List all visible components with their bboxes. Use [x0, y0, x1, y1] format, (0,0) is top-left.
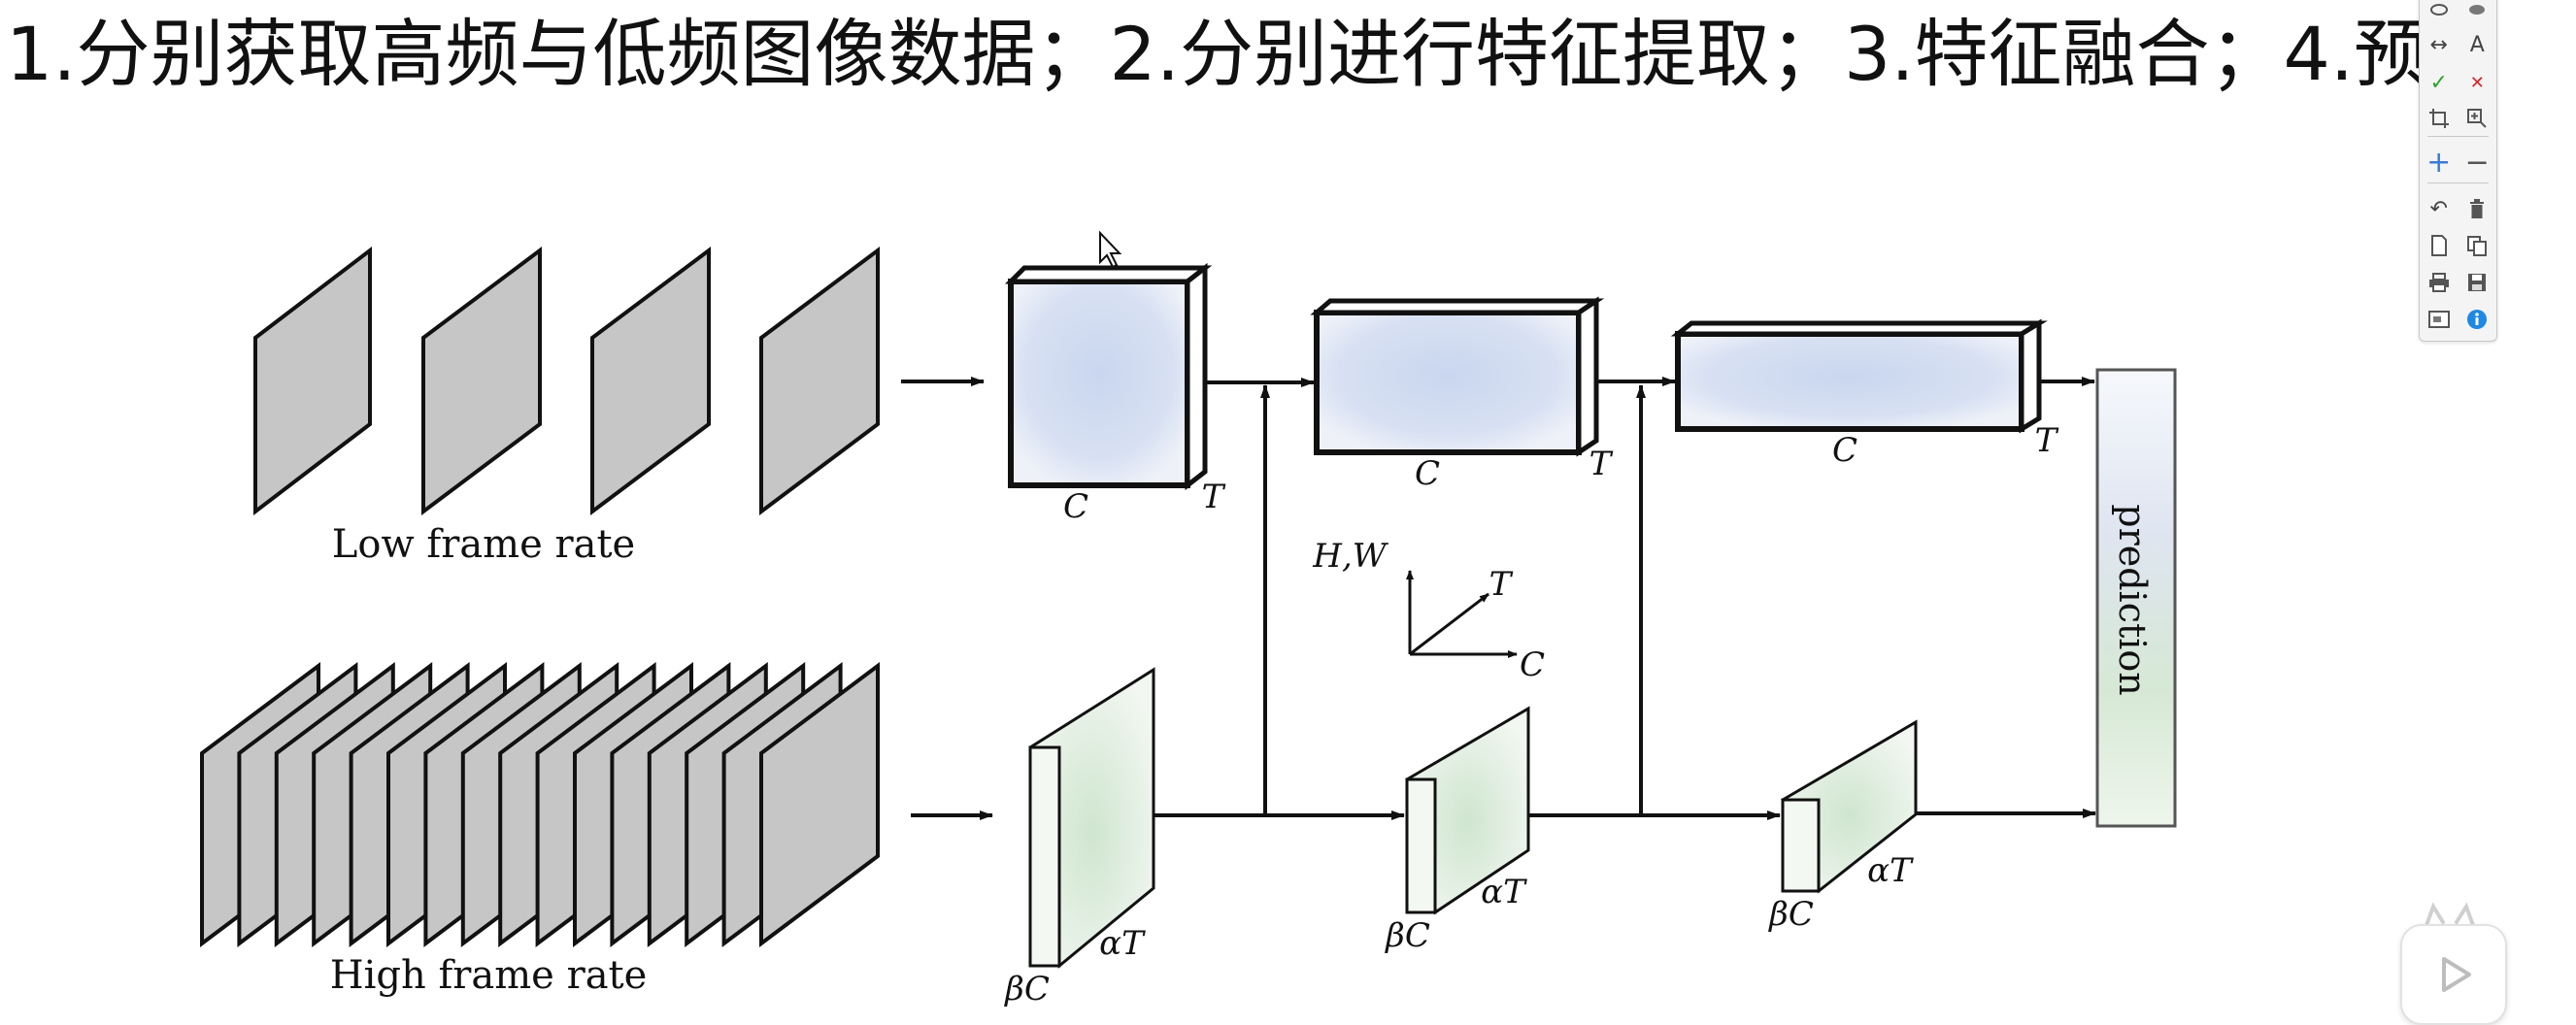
slow-block-1-c-label: C	[1063, 487, 1088, 526]
fast-block-3	[1781, 719, 1918, 894]
slow-block-3-t-label: T	[2035, 421, 2059, 460]
axis-c-label: C	[1520, 645, 1545, 684]
image-icon[interactable]	[2425, 305, 2454, 334]
mouse-cursor	[1099, 230, 1122, 269]
slow-block-2	[1310, 296, 1605, 457]
fast-block-1-bc-label: βC	[1003, 970, 1050, 1008]
high-frame	[759, 662, 880, 947]
axes-indicator	[1406, 570, 1518, 658]
plus-icon[interactable]: +	[2426, 145, 2452, 180]
slow-block-2-t-label: T	[1589, 445, 1614, 483]
save-icon[interactable]	[2462, 268, 2492, 297]
slow-block-3	[1670, 318, 2048, 434]
fast-block-2-at-label: αT	[1481, 873, 1527, 911]
play-icon	[2442, 957, 2471, 992]
print-icon[interactable]	[2425, 268, 2454, 297]
crop-icon[interactable]	[2425, 104, 2454, 133]
page-title: 1.分别获取高频与低频图像数据；2.分别进行特征提取；3.特征融合；4.预测	[6, 11, 2502, 97]
fast-block-3-at-label: αT	[1867, 851, 1914, 890]
new-page-icon[interactable]	[2425, 231, 2454, 260]
trash-icon[interactable]	[2462, 194, 2492, 223]
toolbar-divider	[2427, 136, 2489, 137]
undo-icon[interactable]: ↶	[2429, 196, 2448, 221]
toolbar-divider	[2427, 182, 2489, 183]
high-frame-rate-frames	[200, 662, 880, 947]
axis-t-label: T	[1489, 565, 1514, 604]
filled-ellipse-icon[interactable]	[2462, 0, 2492, 24]
axis-hw-label: H,W	[1312, 537, 1388, 576]
minus-icon[interactable]: −	[2464, 145, 2490, 180]
play-button[interactable]	[2400, 924, 2507, 1025]
slow-block-3-c-label: C	[1832, 431, 1857, 470]
fast-block-1-at-label: αT	[1099, 924, 1146, 963]
fast-block-2	[1405, 706, 1530, 915]
ellipse-icon[interactable]	[2425, 0, 2454, 24]
slow-block-2-c-label: C	[1415, 454, 1440, 493]
prediction-label: prediction	[2111, 504, 2154, 696]
fast-block-2-bc-label: βC	[1384, 916, 1430, 955]
text-icon[interactable]: A	[2469, 32, 2485, 57]
zoom-in-icon[interactable]	[2462, 104, 2492, 133]
fast-block-1	[1028, 667, 1155, 969]
low-frame-rate-label: Low frame rate	[332, 522, 635, 567]
slow-block-1-t-label: T	[1202, 478, 1226, 516]
low-frame-rate-frames	[253, 246, 880, 516]
slow-block-1	[1004, 262, 1213, 491]
annotation-toolbar: ↔ A ✓ ✕ + − ↶	[2419, 0, 2497, 342]
info-icon[interactable]	[2462, 305, 2492, 334]
copy-icon[interactable]	[2462, 231, 2492, 260]
prediction-bar	[2095, 368, 2177, 828]
high-frame-rate-label: High frame rate	[330, 953, 648, 998]
resize-icon[interactable]: ↔	[2429, 32, 2448, 57]
close-icon[interactable]: ✕	[2469, 72, 2485, 93]
fast-block-3-bc-label: βC	[1767, 895, 1814, 934]
mascot-ears-icon	[2424, 903, 2476, 930]
check-icon[interactable]: ✓	[2429, 70, 2448, 95]
